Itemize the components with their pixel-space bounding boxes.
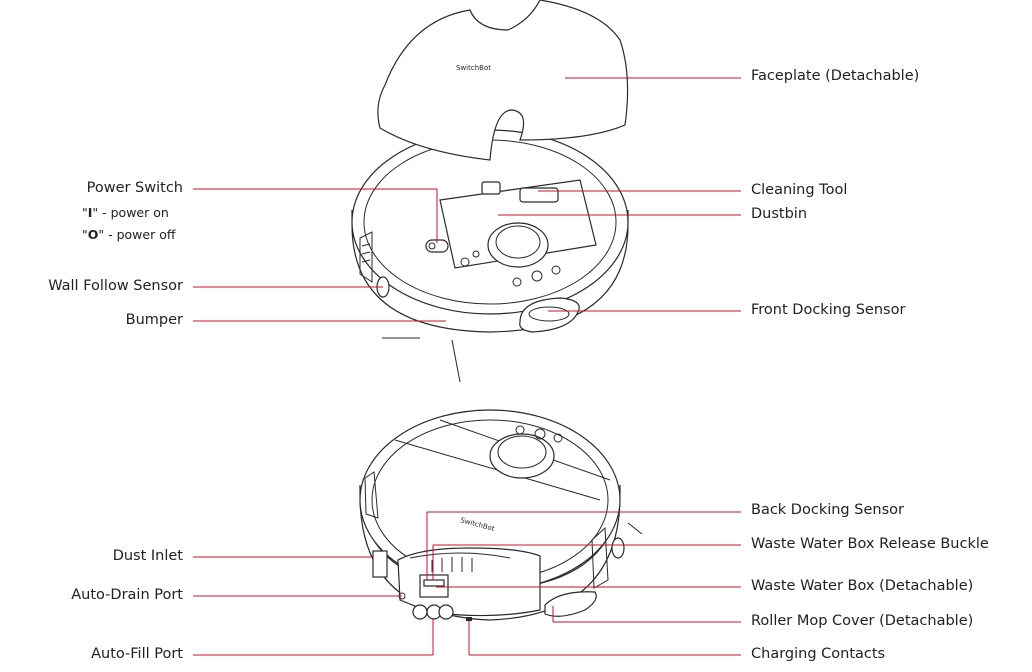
power-off-note: "O" - power off (82, 227, 176, 242)
label-faceplate: Faceplate (Detachable) (751, 68, 920, 84)
cleaning-tool-shape (519, 187, 559, 203)
leader-lines (193, 77, 741, 656)
faceplate-brand-text: SwitchBot (456, 64, 491, 72)
label-waste-water-box: Waste Water Box (Detachable) (751, 578, 974, 594)
roller-mop-cover-shape (544, 591, 597, 617)
side-grille-left (359, 231, 373, 283)
bottom-robot-illustration: SwitchBot (359, 409, 643, 621)
label-auto-fill-port: Auto-Fill Port (91, 646, 183, 662)
label-bumper: Bumper (125, 312, 183, 328)
label-auto-drain-port: Auto-Drain Port (71, 587, 183, 603)
label-dustbin: Dustbin (751, 206, 808, 222)
label-front-docking-sensor: Front Docking Sensor (751, 302, 906, 318)
rear-grille (431, 557, 473, 572)
label-waste-water-box-release-buckle: Waste Water Box Release Buckle (751, 536, 989, 552)
dial-shape (487, 222, 549, 268)
label-wall-follow-sensor: Wall Follow Sensor (48, 278, 183, 294)
power-on-note: "I" - power on (82, 205, 169, 220)
auto-fill-port-shape (412, 604, 428, 620)
charging-contacts-shape (466, 617, 472, 621)
front-docking-sensor-shape (519, 297, 580, 333)
dust-inlet-shape (372, 550, 388, 578)
label-roller-mop-cover: Roller Mop Cover (Detachable) (751, 613, 974, 629)
label-cleaning-tool: Cleaning Tool (751, 182, 848, 198)
label-dust-inlet: Dust Inlet (112, 548, 183, 564)
power-off-symbol: O (87, 227, 99, 242)
power-off-text: - power off (104, 227, 176, 242)
power-on-symbol: I (87, 205, 93, 220)
power-on-text: - power on (98, 205, 169, 220)
label-charging-contacts: Charging Contacts (751, 646, 886, 662)
top-robot-illustration: SwitchBot (351, 0, 629, 383)
faceplate-shape (377, 0, 629, 161)
label-power-switch: Power Switch (86, 180, 183, 196)
label-back-docking-sensor: Back Docking Sensor (751, 502, 904, 518)
